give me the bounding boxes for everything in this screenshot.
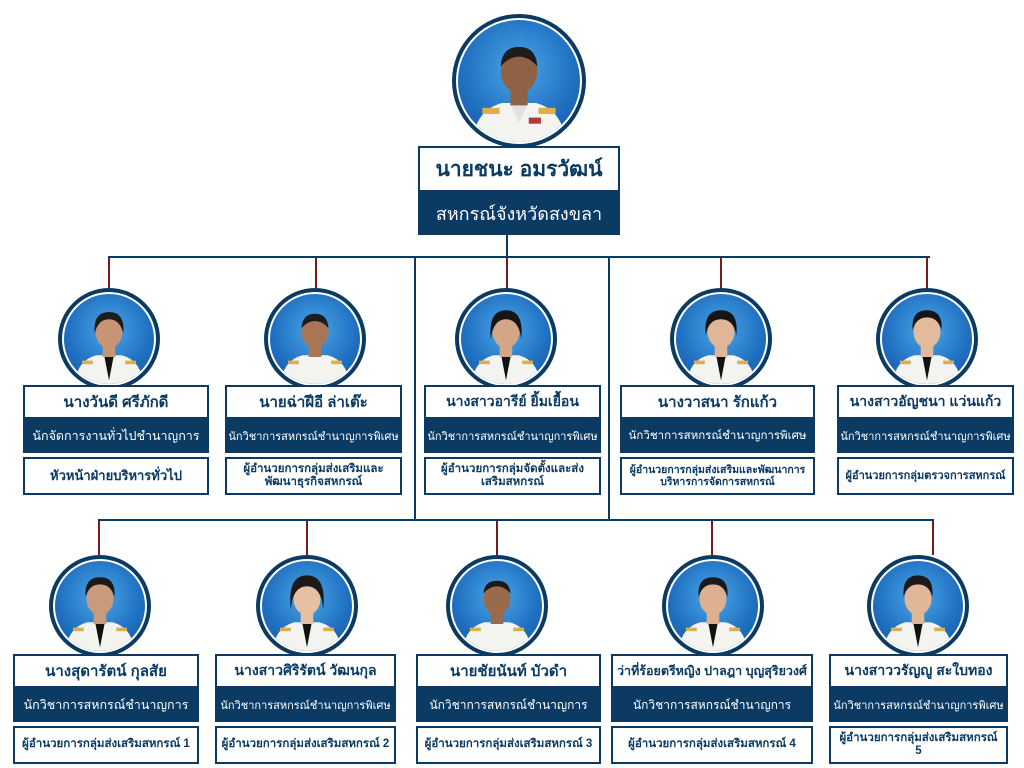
row1-title-5: นักวิชาการสหกรณ์ชำนาญการพิเศษ xyxy=(837,419,1014,453)
portrait xyxy=(871,559,965,653)
row2-duty-4: ผู้อำนวยการกลุ่มส่งเสริมสหกรณ์ 4 xyxy=(611,726,813,764)
drop-row2-2 xyxy=(306,521,308,555)
row1-card-5: นางสาวอัญชนา แว่นแก้ว นักวิชาการสหกรณ์ชำ… xyxy=(837,385,1014,495)
portrait xyxy=(666,559,760,653)
row2-bus xyxy=(98,519,934,521)
drop-row1-3 xyxy=(506,258,508,288)
portrait xyxy=(268,292,362,386)
drop-row1-4 xyxy=(720,258,722,288)
row1-photo-2 xyxy=(264,288,366,390)
row2-title-5: นักวิชาการสหกรณ์ชำนาญการพิเศษ xyxy=(829,688,1008,722)
row1-duty-4: ผู้อำนวยการกลุ่มส่งเสริมและพัฒนาการบริหา… xyxy=(620,457,815,495)
row2-duty-2: ผู้อำนวยการกลุ่มส่งเสริมสหกรณ์ 2 xyxy=(215,726,396,764)
row1-name-3: นางสาวอารีย์ ยิ้มเยื้อน xyxy=(424,385,601,419)
portrait xyxy=(260,559,354,653)
portrait xyxy=(450,559,544,653)
row2-photo-5 xyxy=(867,555,969,657)
portrait xyxy=(459,292,553,386)
row1-bus xyxy=(108,256,930,258)
row2-duty-1: ผู้อำนวยการกลุ่มส่งเสริมสหกรณ์ 1 xyxy=(13,726,199,764)
head-portrait xyxy=(456,18,582,144)
row1-photo-1 xyxy=(58,288,160,390)
row2-title-1: นักวิชาการสหกรณ์ชำนาญการ xyxy=(13,688,199,722)
row1-duty-2: ผู้อำนวยการกลุ่มส่งเสริมและพัฒนาธุรกิจสห… xyxy=(225,457,402,495)
row2-title-4: นักวิชาการสหกรณ์ชำนาญการ xyxy=(611,688,813,722)
row1-title-1: นักจัดการงานทั่วไปชำนาญการ xyxy=(23,419,209,453)
head-card: นายชนะ อมรวัฒน์ สหกรณ์จังหวัดสงขลา xyxy=(418,146,620,235)
row2-photo-1 xyxy=(49,555,151,657)
row1-photo-3 xyxy=(455,288,557,390)
trunk-right xyxy=(608,258,610,520)
drop-row2-4 xyxy=(711,521,713,555)
row1-duty-5: ผู้อำนวยการกลุ่มตรวจการสหกรณ์ xyxy=(837,457,1014,495)
row2-photo-4 xyxy=(662,555,764,657)
portrait xyxy=(674,292,768,386)
row1-name-4: นางวาสนา รักแก้ว xyxy=(620,385,815,419)
row1-name-1: นางวันดี ศรีภักดี xyxy=(23,385,209,419)
row1-title-2: นักวิชาการสหกรณ์ชำนาญการพิเศษ xyxy=(225,419,402,453)
portrait xyxy=(880,292,974,386)
row2-name-4: ว่าที่ร้อยตรีหญิง ปาลฎา บุญสุริยวงศ์ xyxy=(611,654,813,688)
drop-row1-5 xyxy=(926,258,928,288)
drop-row2-1 xyxy=(98,521,100,555)
row1-duty-3: ผู้อำนวยการกลุ่มจัดตั้งและส่งเสริมสหกรณ์ xyxy=(424,457,601,495)
head-photo xyxy=(452,14,586,148)
row2-duty-5: ผู้อำนวยการกลุ่มส่งเสริมสหกรณ์ 5 xyxy=(829,726,1008,764)
row1-photo-4 xyxy=(670,288,772,390)
row1-card-2: นายฉ่าฝีอี ล่าเต๊ะ นักวิชาการสหกรณ์ชำนาญ… xyxy=(225,385,402,495)
row2-name-5: นางสาววรัญญู สะใบทอง xyxy=(829,654,1008,688)
row2-card-2: นางสาวศิริรัตน์ วัฒนกุล นักวิชาการสหกรณ์… xyxy=(215,654,396,764)
row1-title-4: นักวิชาการสหกรณ์ชำนาญการพิเศษ xyxy=(620,419,815,453)
row1-card-3: นางสาวอารีย์ ยิ้มเยื้อน นักวิชาการสหกรณ์… xyxy=(424,385,601,495)
row1-duty-1: หัวหน้าฝ่ายบริหารทั่วไป xyxy=(23,457,209,495)
row1-card-1: นางวันดี ศรีภักดี นักจัดการงานทั่วไปชำนา… xyxy=(23,385,209,495)
row2-duty-3: ผู้อำนวยการกลุ่มส่งเสริมสหกรณ์ 3 xyxy=(416,726,601,764)
row1-title-3: นักวิชาการสหกรณ์ชำนาญการพิเศษ xyxy=(424,419,601,453)
row2-name-2: นางสาวศิริรัตน์ วัฒนกุล xyxy=(215,654,396,688)
head-name: นายชนะ อมรวัฒน์ xyxy=(418,146,620,192)
drop-row1-1 xyxy=(108,258,110,288)
portrait xyxy=(53,559,147,653)
row2-name-3: นายชัยนันท์ บัวดำ xyxy=(416,654,601,688)
row2-title-3: นักวิชาการสหกรณ์ชำนาญการ xyxy=(416,688,601,722)
row2-photo-2 xyxy=(256,555,358,657)
trunk-left xyxy=(414,258,416,520)
row1-photo-5 xyxy=(876,288,978,390)
head-title: สหกรณ์จังหวัดสงขลา xyxy=(418,192,620,235)
row2-card-3: นายชัยนันท์ บัวดำ นักวิชาการสหกรณ์ชำนาญก… xyxy=(416,654,601,764)
drop-row1-2 xyxy=(315,258,317,288)
row2-name-1: นางสุดารัตน์ กุลสัย xyxy=(13,654,199,688)
row2-card-5: นางสาววรัญญู สะใบทอง นักวิชาการสหกรณ์ชำน… xyxy=(829,654,1008,764)
row2-card-4: ว่าที่ร้อยตรีหญิง ปาลฎา บุญสุริยวงศ์ นัก… xyxy=(611,654,813,764)
drop-row2-3 xyxy=(496,521,498,555)
row2-title-2: นักวิชาการสหกรณ์ชำนาญการพิเศษ xyxy=(215,688,396,722)
row1-name-2: นายฉ่าฝีอี ล่าเต๊ะ xyxy=(225,385,402,419)
portrait xyxy=(62,292,156,386)
row1-card-4: นางวาสนา รักแก้ว นักวิชาการสหกรณ์ชำนาญกา… xyxy=(620,385,815,495)
row2-card-1: นางสุดารัตน์ กุลสัย นักวิชาการสหกรณ์ชำนา… xyxy=(13,654,199,764)
drop-row2-5 xyxy=(932,521,934,555)
row1-name-5: นางสาวอัญชนา แว่นแก้ว xyxy=(837,385,1014,419)
head-connector xyxy=(506,234,508,258)
row2-photo-3 xyxy=(446,555,548,657)
